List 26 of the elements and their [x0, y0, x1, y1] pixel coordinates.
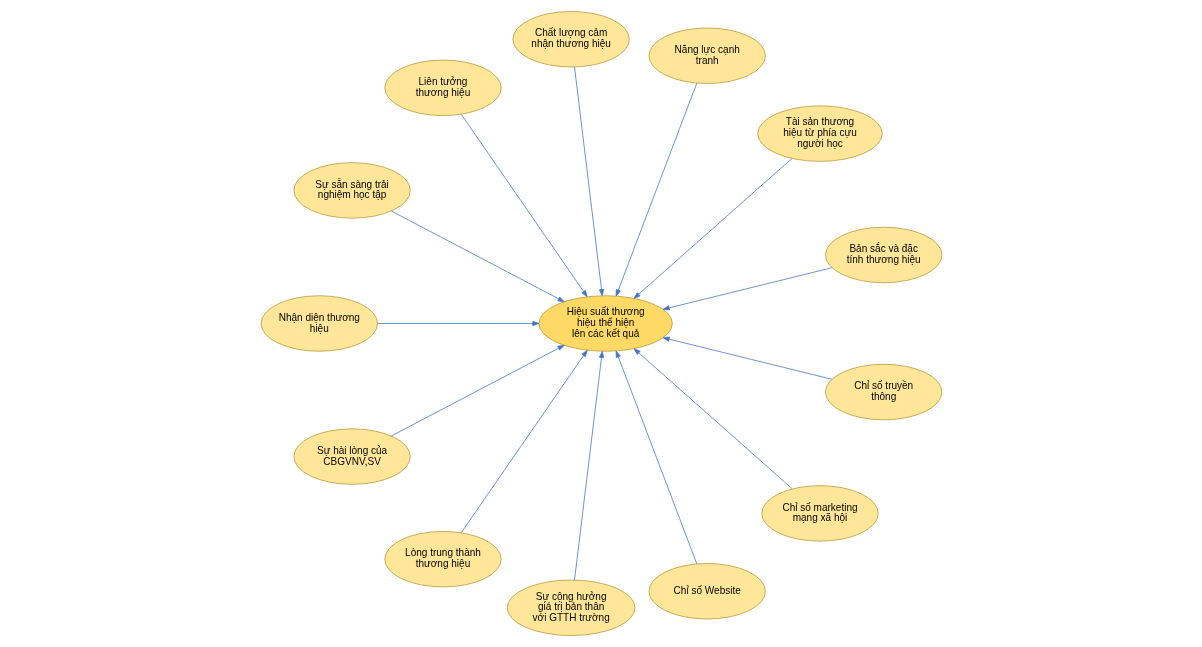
node-ellipse: Chỉ số marketing mạng xã hội: [760, 485, 879, 542]
node-ellipse: Sự sẵn sàng trải nghiệm học tập: [293, 162, 411, 219]
arrow: [376, 320, 539, 327]
arrow: [390, 344, 564, 437]
arrow: [615, 350, 697, 565]
arrow: [573, 351, 604, 581]
node-ellipse: Lòng trung thành thương hiệu: [383, 531, 502, 588]
node-ellipse: Sự hài lòng của CBGVNV,SV: [293, 428, 411, 485]
arrow: [573, 66, 604, 296]
arrow: [662, 336, 832, 380]
node-ellipse: Chỉ số truyền thông: [824, 363, 942, 421]
arrow: [633, 158, 792, 299]
arrow: [390, 210, 564, 303]
arrow: [633, 348, 793, 490]
node-ellipse: Liên tưởng thương hiệu: [383, 59, 502, 116]
node-ellipse: Sự cộng hưởng giá trị bản thân với GTTH trường: [506, 579, 635, 636]
node-ellipse: Bản sắc và đặc tính thương hiệu: [824, 226, 942, 284]
node-ellipse: Chỉ số Website: [648, 563, 766, 620]
node-ellipse: Nhận diện thương hiệu: [260, 295, 378, 352]
arrow: [460, 114, 587, 298]
arrow: [662, 267, 832, 311]
arrow: [615, 82, 697, 297]
node-ellipse: Năng lực cạnh tranh: [648, 27, 766, 84]
arrow: [460, 349, 587, 533]
node-ellipse: Chất lượng cảm nhận thương hiệu: [512, 11, 630, 68]
node-ellipse: Tài sản thương hiệu từ phía cựu người học: [756, 105, 883, 162]
